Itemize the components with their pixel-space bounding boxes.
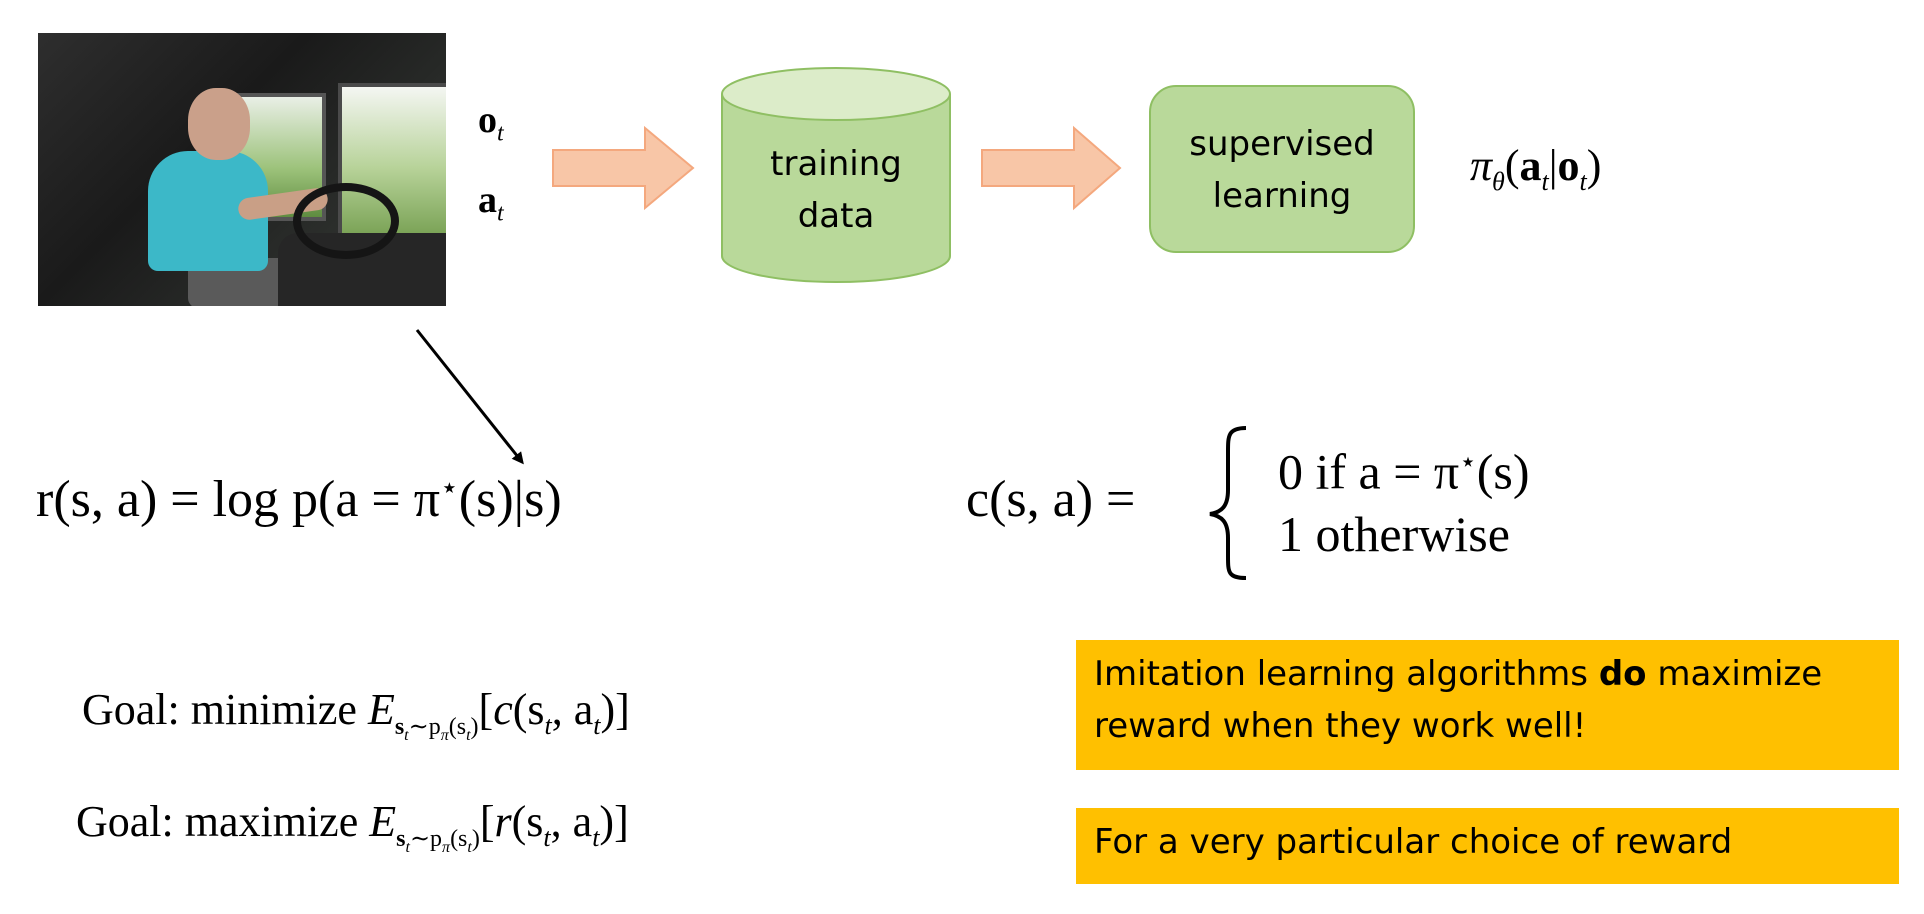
observation-label: ot <box>478 99 504 147</box>
policy-label: πθ(at|ot) <box>1470 141 1602 196</box>
note-imitation-maximizes-reward: Imitation learning algorithms do maximiz… <box>1076 640 1899 770</box>
arrow-photo-to-reward <box>415 329 524 465</box>
supervised-learning-box <box>1149 85 1415 253</box>
training-data-label: training data <box>770 144 902 236</box>
supervised-learning-label: supervised learning <box>1189 124 1375 216</box>
cost-case-otherwise: 1 otherwise <box>1278 505 1510 562</box>
note-particular-reward: For a very particular choice of reward <box>1076 808 1899 884</box>
goal-maximize-reward: Goal: maximize Est∼pπ(st)[r(st, at)] <box>76 797 629 856</box>
action-label: at <box>478 179 504 227</box>
goal-minimize-cost: Goal: minimize Est∼pπ(st)[c(st, at)] <box>82 685 630 744</box>
reward-equation: r(s, a) = log p(a = π⋆(s)|s) <box>36 471 562 528</box>
driver-photo <box>38 33 446 306</box>
cases-brace <box>1209 426 1247 580</box>
cost-case-match: 0 if a = π⋆(s) <box>1278 443 1530 500</box>
arrow-to-training-data <box>552 125 695 211</box>
cost-equation-cases: 0 if a = π⋆(s) 1 otherwise <box>1278 432 1529 565</box>
arrow-to-supervised-learning <box>981 125 1122 211</box>
training-data-cylinder <box>721 67 951 283</box>
cost-equation-lhs: c(s, a) = <box>966 471 1136 528</box>
